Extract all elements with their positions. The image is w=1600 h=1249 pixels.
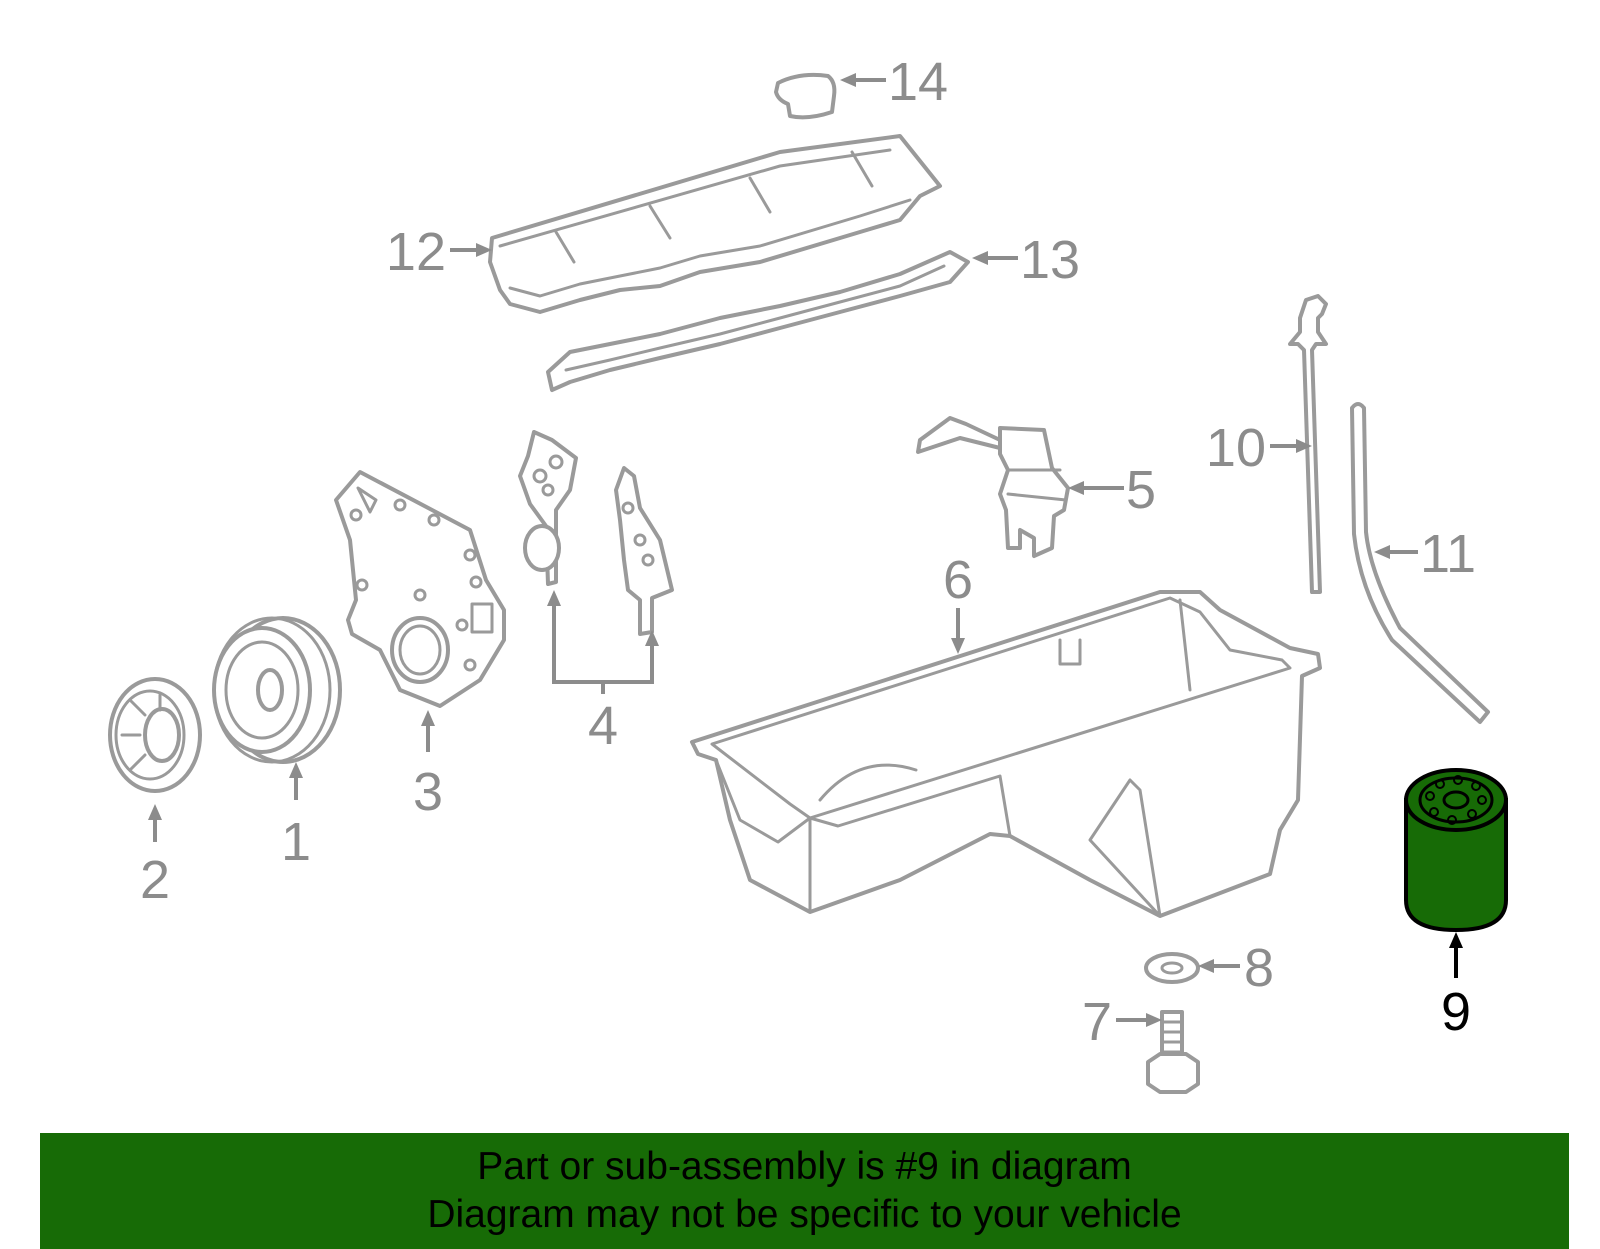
- banner-line-2: Diagram may not be specific to your vehi…: [427, 1193, 1182, 1236]
- timing-cover-part[interactable]: [334, 470, 506, 708]
- oil-pump-part[interactable]: [916, 416, 1070, 558]
- callout-label-6[interactable]: 6: [943, 550, 973, 610]
- banner-line-1: Part or sub-assembly is #9 in diagram: [477, 1145, 1132, 1188]
- leader-lines: [148, 73, 1463, 1027]
- pulley-part[interactable]: [212, 616, 342, 764]
- oil-pan-part[interactable]: [690, 590, 1322, 918]
- callout-labels: 1 2 3 4 5 6 7 8 9 10 11 12 13 14: [140, 52, 1476, 1052]
- callout-label-3[interactable]: 3: [413, 762, 443, 822]
- callout-label-12[interactable]: 12: [386, 222, 446, 282]
- callout-label-1[interactable]: 1: [281, 812, 311, 872]
- callout-label-2[interactable]: 2: [140, 850, 170, 910]
- callout-label-14[interactable]: 14: [888, 52, 948, 112]
- oil-filter-part[interactable]: [1404, 768, 1508, 933]
- callout-label-9[interactable]: 9: [1441, 982, 1471, 1042]
- gaskets-part[interactable]: [518, 430, 674, 636]
- hub-part[interactable]: [108, 677, 202, 793]
- callout-label-11[interactable]: 11: [1420, 524, 1476, 584]
- washer-part[interactable]: [1144, 952, 1200, 984]
- drain-plug-part[interactable]: [1146, 1010, 1200, 1094]
- valve-cover-part[interactable]: [488, 134, 942, 314]
- dipstick-part[interactable]: [1288, 294, 1328, 594]
- dipstick-tube-part[interactable]: [1350, 402, 1490, 724]
- callout-label-5[interactable]: 5: [1126, 460, 1156, 520]
- callout-label-7[interactable]: 7: [1082, 992, 1112, 1052]
- valve-cover-gasket-part[interactable]: [546, 250, 970, 392]
- info-banner: Part or sub-assembly is #9 in diagram Di…: [40, 1133, 1569, 1249]
- callout-label-4[interactable]: 4: [588, 696, 618, 756]
- callout-label-10[interactable]: 10: [1206, 418, 1266, 478]
- oil-filter-body: [1404, 798, 1508, 933]
- oil-filler-cap-part[interactable]: [774, 72, 837, 120]
- callout-label-13[interactable]: 13: [1020, 230, 1080, 290]
- callout-label-8[interactable]: 8: [1244, 938, 1274, 998]
